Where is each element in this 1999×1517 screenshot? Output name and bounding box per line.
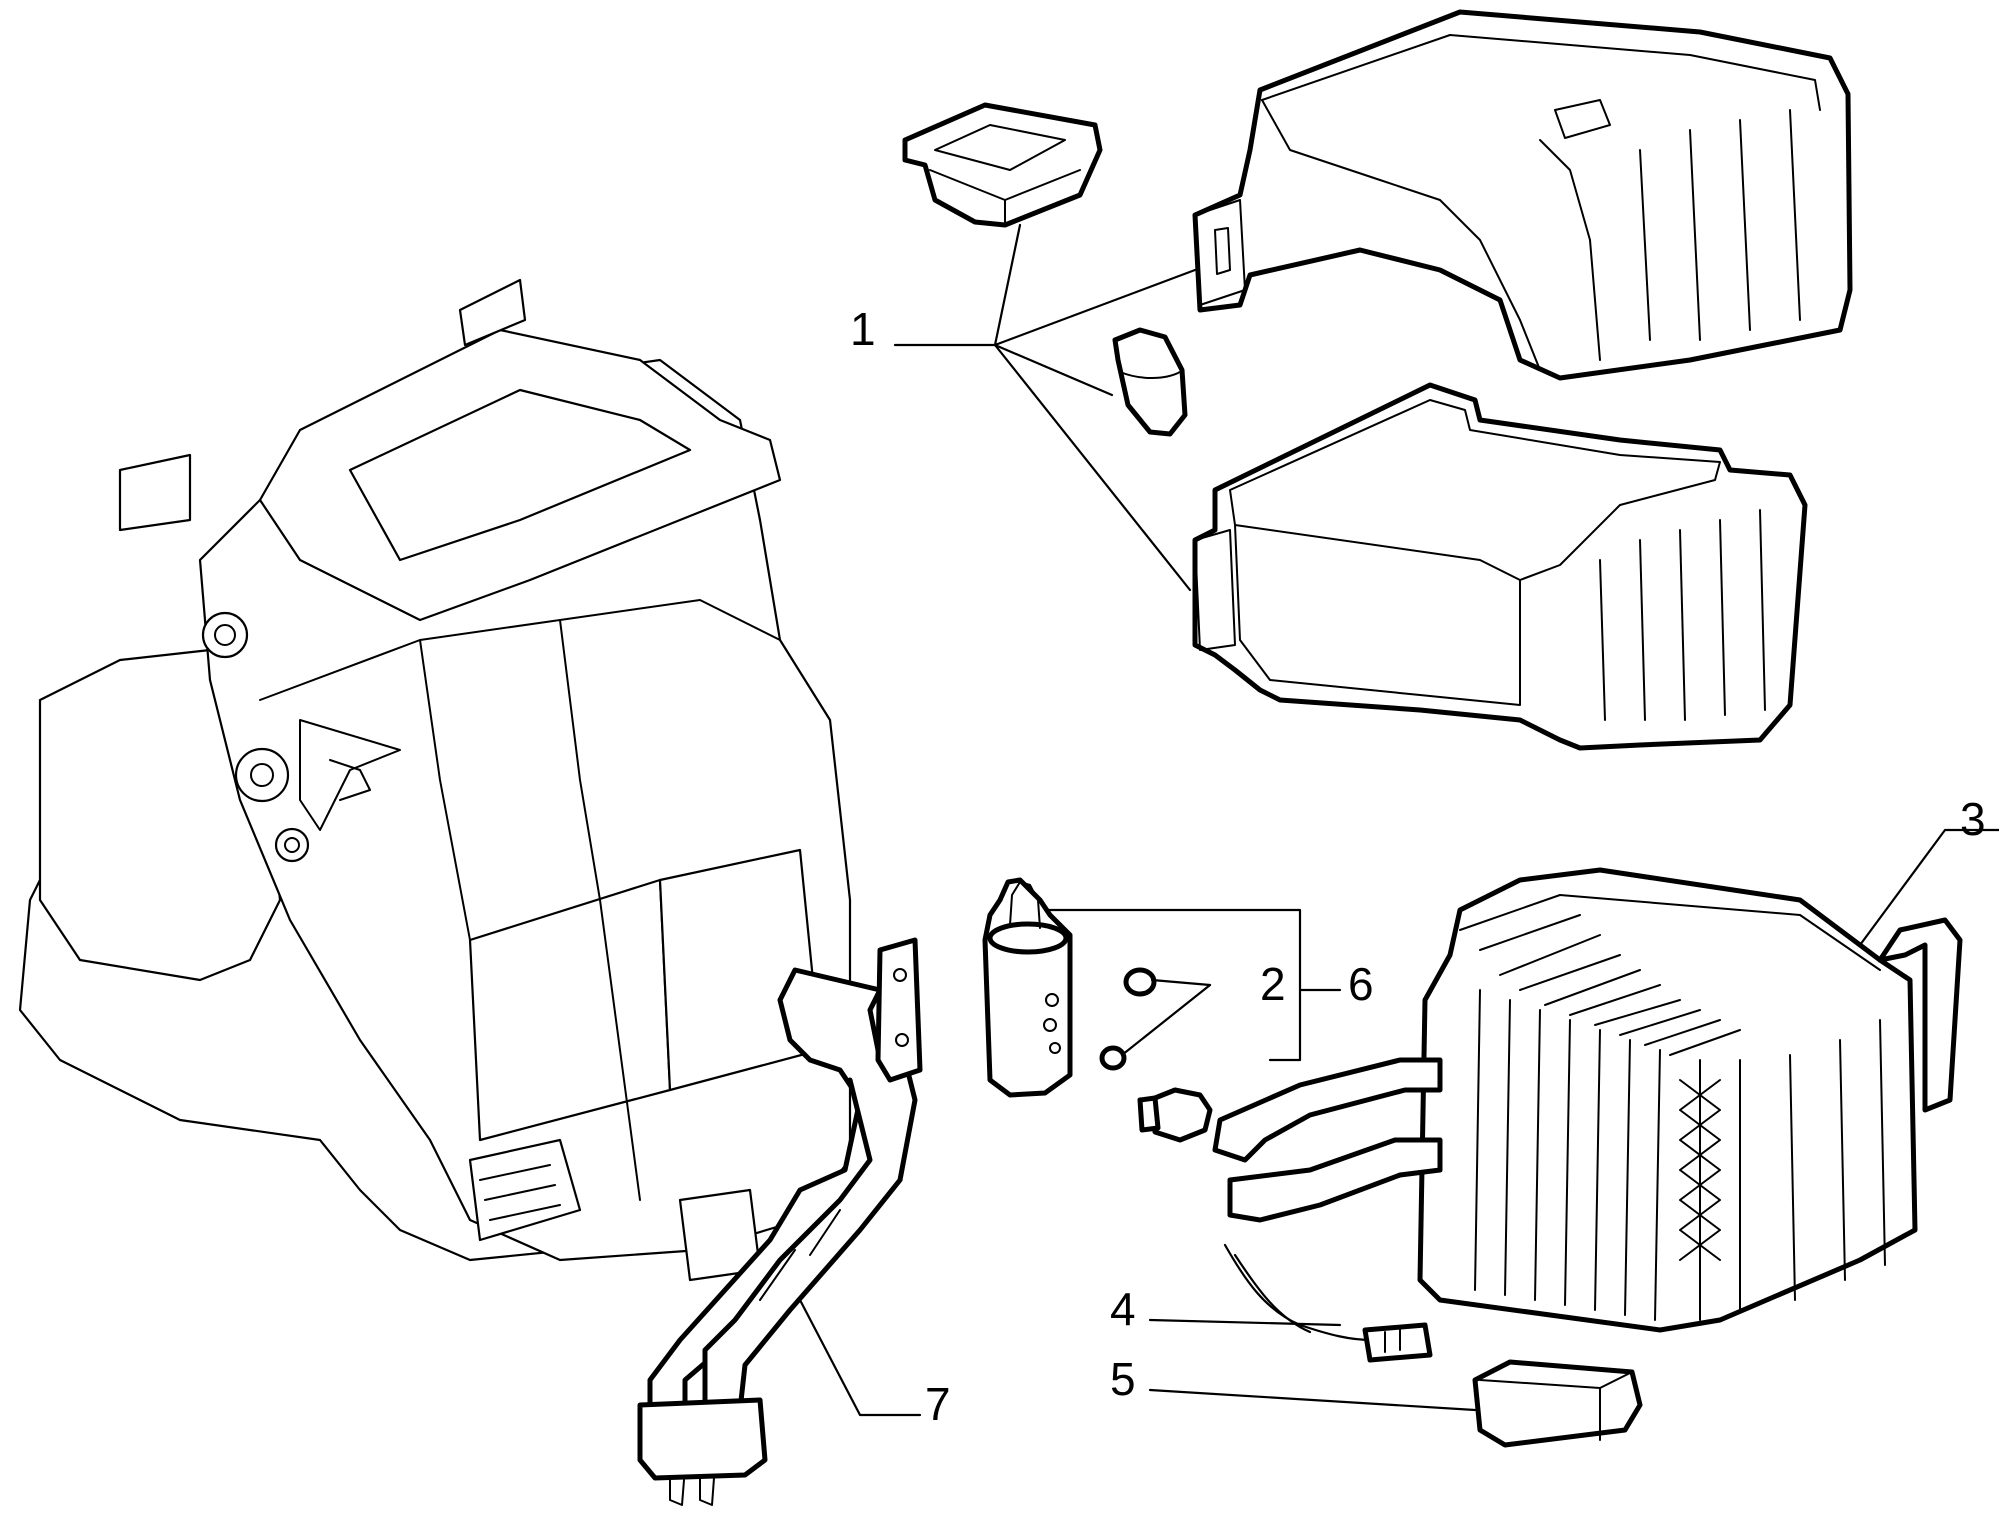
housing-seam-line-3 — [419, 639, 471, 941]
cover-plug-outline — [1472, 1359, 1643, 1448]
evaporator-inlet-pipe-upper — [1212, 1057, 1443, 1163]
callout-5: 5 — [1110, 1353, 1136, 1405]
evaporator-vertical-fins — [1474, 989, 1886, 1321]
housing-left-tab — [118, 453, 192, 532]
o-ring-upper — [1123, 967, 1157, 997]
housing-knob-upper-inner — [214, 624, 236, 646]
leader-6-bracket — [1043, 908, 1342, 1062]
lower-tray-bracket — [1194, 529, 1236, 651]
heater-housing-assembly — [18, 278, 852, 1282]
leader-1-grommet — [993, 343, 1114, 397]
housing-knob-upper — [201, 611, 249, 659]
housing-left-body — [38, 648, 282, 982]
cover-plug-top-face — [1479, 1371, 1633, 1441]
upper-cover-bracket — [1194, 199, 1246, 306]
upper-cover-shoulder — [1261, 99, 1541, 371]
evaporator-fitting-nut — [1147, 1087, 1213, 1143]
flange-rim — [929, 169, 1081, 226]
housing-knob-lower — [274, 827, 310, 863]
callout-3: 3 — [1960, 793, 1986, 845]
flange-inner-opening — [934, 124, 1066, 171]
part-1-flange — [902, 102, 1103, 228]
housing-seam-line-2 — [559, 619, 641, 1201]
leader-1-cover — [993, 268, 1197, 347]
housing-top-tab — [458, 278, 527, 347]
callout-7: 7 — [925, 1378, 951, 1430]
drier-port-1 — [1045, 993, 1059, 1007]
part-6-receiver-drier — [982, 877, 1073, 1098]
drier-port-2 — [1043, 1018, 1057, 1032]
upper-cover-top-ridge — [1261, 34, 1821, 111]
housing-bottom-outlet — [468, 1138, 582, 1242]
upper-cover-clip — [1554, 99, 1611, 139]
o-ring-lower — [1099, 1045, 1127, 1071]
drier-body — [982, 877, 1073, 1098]
part-7-pipe-assembly — [637, 937, 923, 1506]
leader-7 — [798, 1298, 922, 1417]
pipe-flange-hole-2 — [895, 1033, 909, 1047]
flange-outline — [902, 102, 1103, 228]
part-5-cover-plug — [1472, 1359, 1643, 1448]
pipe-flange-upper — [875, 937, 923, 1083]
callout-1: 1 — [850, 303, 876, 355]
sensor-plug — [1362, 1322, 1433, 1363]
evaporator-top-fins — [1459, 894, 1881, 1056]
drier-port-3 — [1049, 1042, 1061, 1054]
grommet-outline — [1112, 327, 1188, 437]
housing-lever-arm — [299, 719, 401, 831]
sensor-wire-2 — [1233, 1253, 1312, 1334]
lower-tray-outline — [1192, 382, 1808, 751]
pipe-flange-hole-1 — [893, 968, 907, 982]
housing-vent-slats — [479, 1164, 561, 1221]
lower-tray-front-face — [1234, 524, 1521, 706]
leader-2-lower — [1120, 983, 1212, 1057]
lower-tray-rim-inner — [1229, 399, 1721, 581]
pipe-insulation-seam — [759, 1209, 841, 1301]
leader-4 — [1148, 1318, 1342, 1327]
housing-gear-sector — [329, 759, 371, 801]
callout-6: 6 — [1348, 958, 1374, 1010]
evaporator-core-mesh — [1679, 1079, 1721, 1261]
evaporator-inlet-pipe-lower — [1227, 1137, 1443, 1223]
part-2-o-rings — [1099, 967, 1157, 1071]
part-3-evaporator — [1137, 867, 1963, 1333]
leader-lines — [798, 223, 1999, 1417]
pipe-end-fittings — [669, 1477, 715, 1506]
lower-tray-ribs — [1599, 509, 1766, 721]
grommet-band — [1119, 371, 1181, 379]
part-1-upper-cover — [1192, 9, 1853, 381]
housing-knob-middle-inner — [250, 763, 274, 787]
leader-1-tray — [993, 343, 1192, 592]
pipe-end-block — [637, 1397, 768, 1481]
callout-4: 4 — [1110, 1283, 1136, 1335]
part-4-sensor — [1223, 1243, 1433, 1363]
part-1-lower-tray — [1192, 382, 1808, 751]
callout-2: 2 — [1260, 958, 1286, 1010]
evaporator-fitting-stub — [1137, 1095, 1161, 1133]
leader-2-upper — [1150, 978, 1212, 987]
housing-knob-lower-inner — [284, 837, 300, 853]
part-1-grommet — [1112, 327, 1188, 437]
drier-top-cap — [987, 921, 1069, 955]
callout-labels: 1 2 3 4 5 6 7 — [850, 303, 1986, 1430]
upper-cover-side-face — [1539, 109, 1801, 361]
leader-1-flange — [993, 223, 1022, 347]
housing-duct-opening — [348, 388, 692, 562]
evaporator-body — [1417, 867, 1918, 1333]
leader-5 — [1148, 1388, 1477, 1412]
leader-3 — [1858, 828, 1999, 947]
evaporator-side-pipe — [1877, 917, 1963, 1113]
housing-knob-middle — [234, 747, 290, 803]
sensor-plug-detail — [1384, 1329, 1401, 1353]
drier-neck — [1009, 881, 1041, 929]
